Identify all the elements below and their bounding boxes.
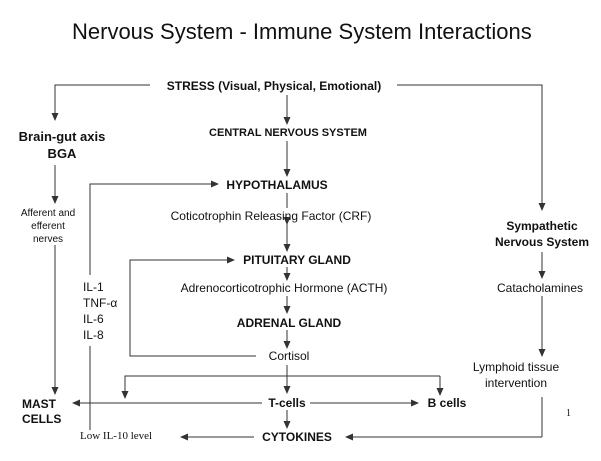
node-cortisol: Cortisol (268, 349, 310, 363)
label-il1: IL-1 (83, 280, 104, 294)
node-bga: BGA (47, 146, 77, 161)
node-cells: CELLS (22, 412, 62, 426)
node-cytokines: CYTOKINES (262, 430, 332, 444)
arrow-il-to-hypothalamus (89, 180, 219, 275)
node-mast: MAST (22, 397, 56, 411)
node-sympathetic: Sympathetic (506, 219, 578, 233)
label-il6: IL-6 (83, 312, 104, 326)
node-hypothalamus: HYPOTHALAMUS (226, 178, 328, 192)
node-intervention: intervention (484, 376, 548, 390)
node-stress: STRESS (Visual, Physical, Emotional) (166, 79, 382, 93)
label-tnf-alpha: TNF-α (83, 296, 118, 310)
node-tcells: T-cells (268, 396, 306, 410)
afferent-line-1: Afferent and (20, 208, 76, 219)
node-crf: Coticotrophin Releasing Factor (CRF) (170, 209, 372, 223)
arrow-stress-to-sympathetic (397, 84, 546, 211)
node-pituitary: PITUITARY GLAND (243, 253, 351, 267)
arrow-stress-to-brain-gut (51, 84, 150, 121)
node-adrenal: ADRENAL GLAND (236, 316, 342, 330)
afferent-line-2: efferent (31, 221, 65, 232)
arrow-cortisol-to-pituitary (129, 256, 256, 357)
node-acth: Adrenocorticotrophic Hormone (ACTH) (180, 281, 388, 295)
node-catecholamines: Catacholamines (496, 281, 584, 295)
node-nervous-system: Nervous System (494, 235, 590, 249)
page-title: Nervous System - Immune System Interacti… (72, 19, 532, 44)
page-number: 1 (566, 408, 571, 419)
node-lymphoid-tissue: Lymphoid tissue (472, 360, 560, 374)
arrow-bracket-left-down (121, 375, 440, 399)
node-bcells: B cells (427, 396, 467, 410)
node-low-il10: Low IL-10 level (80, 430, 153, 442)
node-brain-gut-axis: Brain-gut axis (18, 129, 106, 144)
afferent-line-3: nerves (32, 234, 64, 245)
node-cns: CENTRAL NERVOUS SYSTEM (209, 127, 367, 139)
label-il8: IL-8 (83, 328, 104, 342)
